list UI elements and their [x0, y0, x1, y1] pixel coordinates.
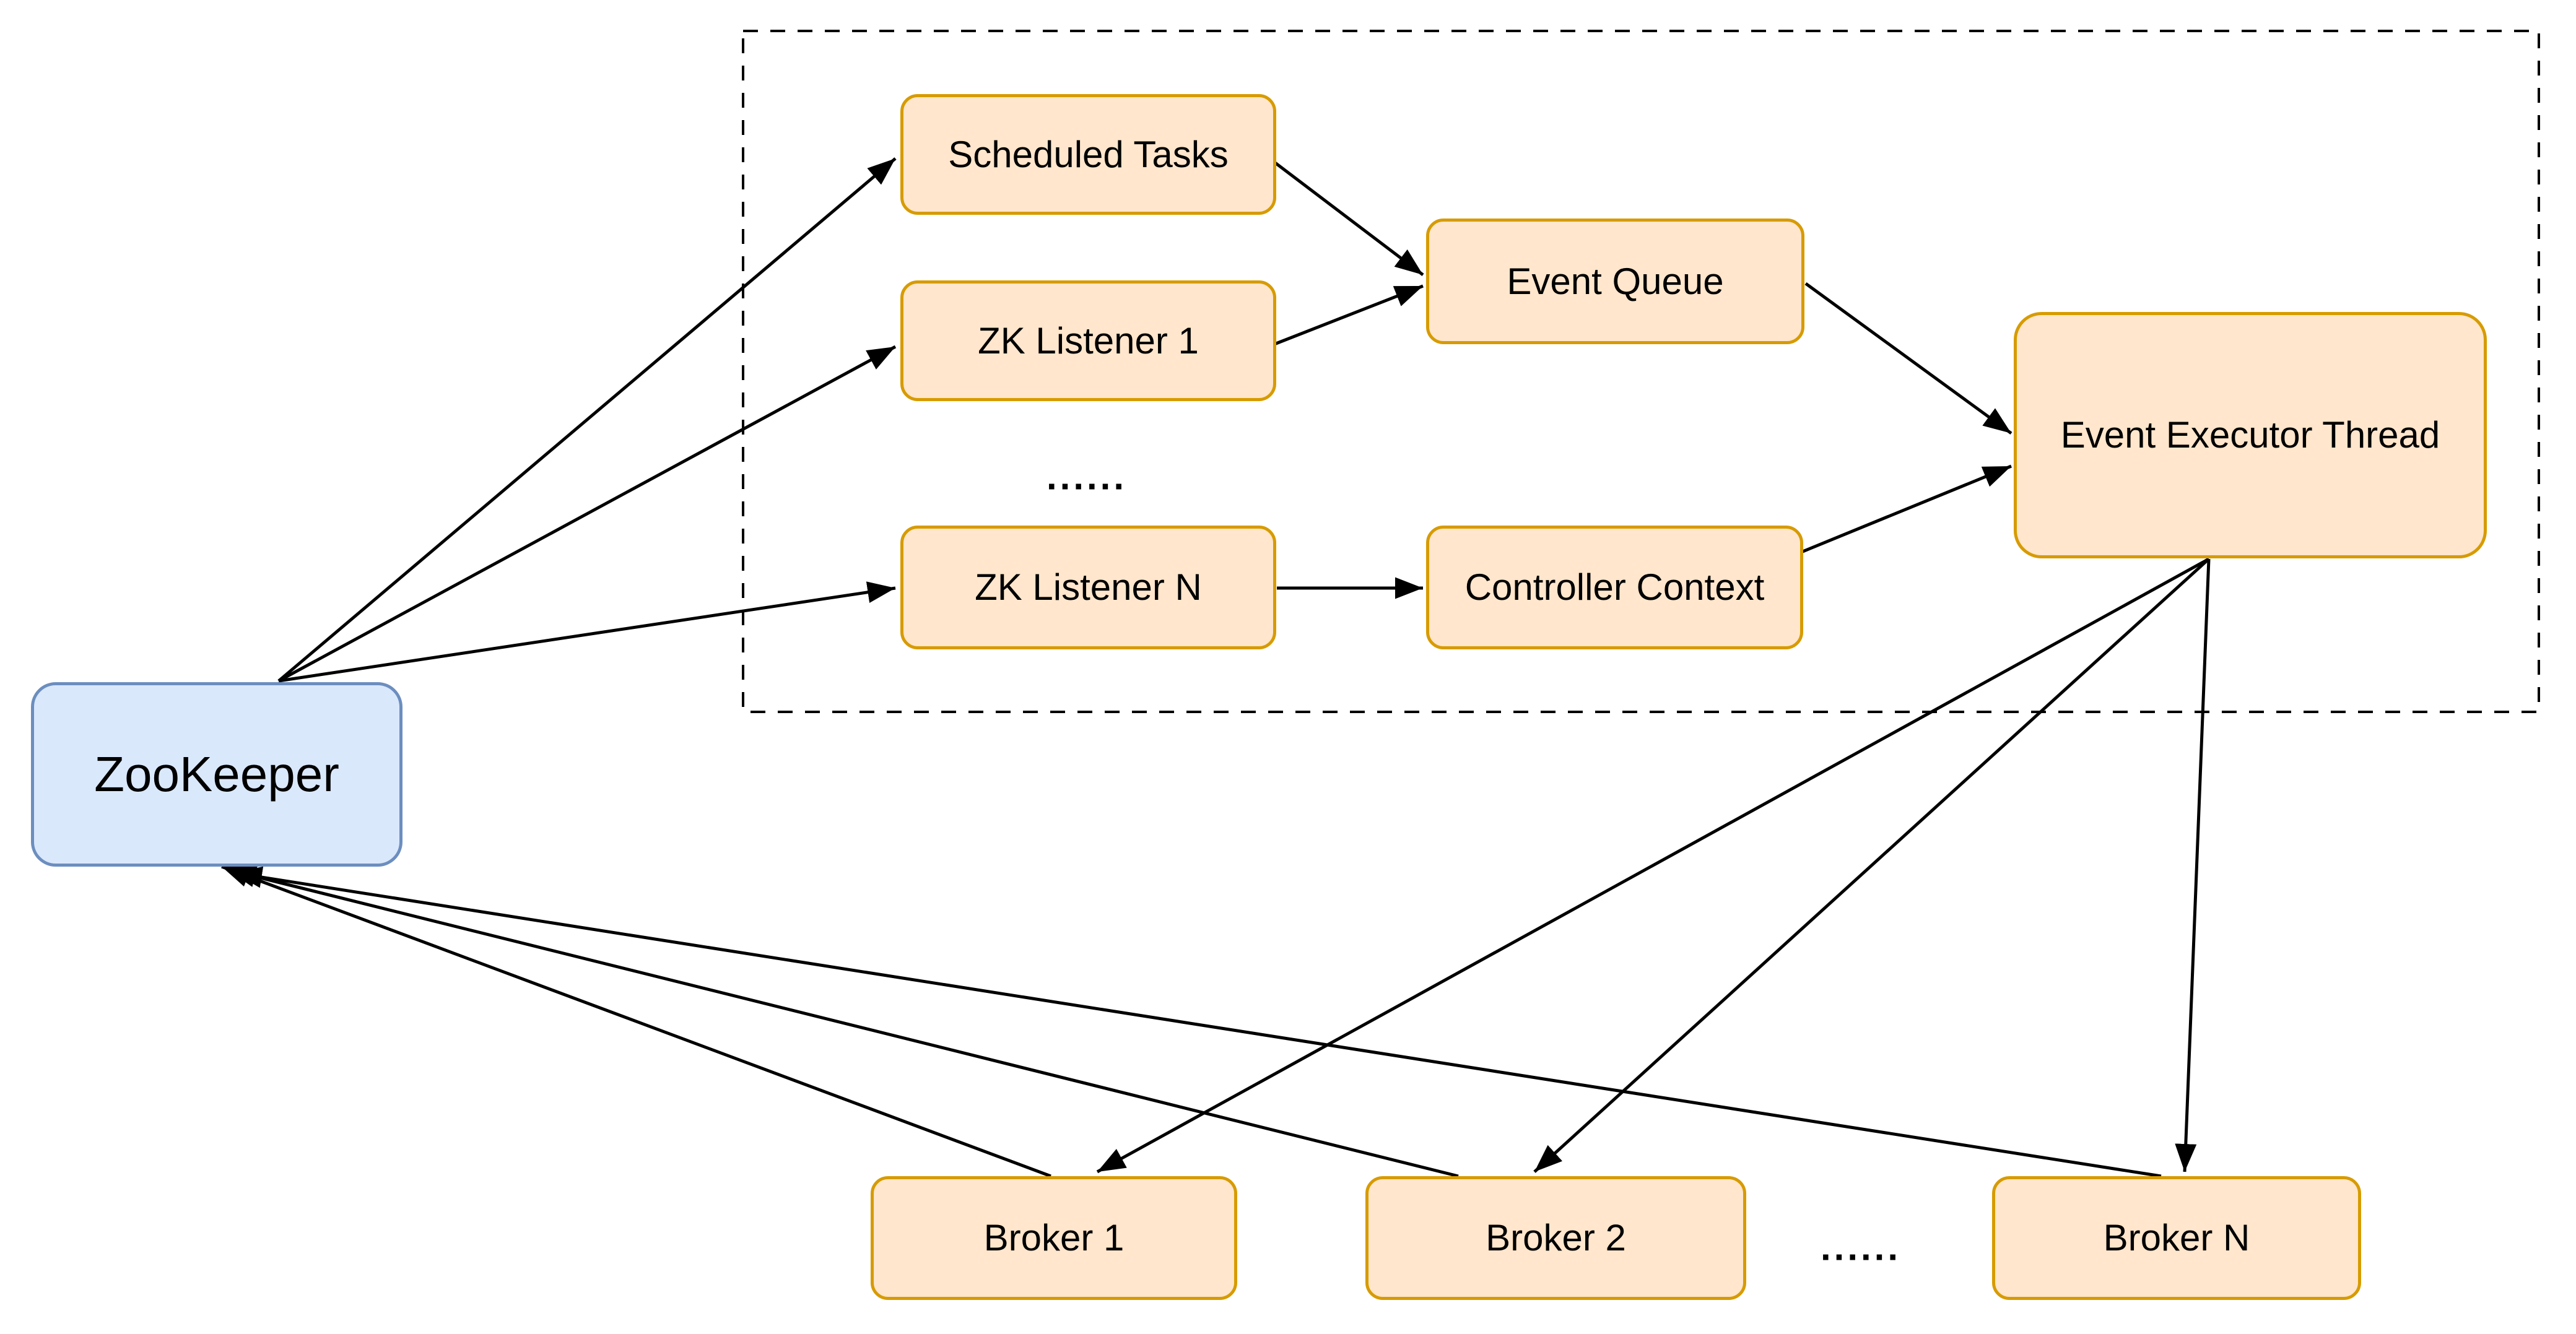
edge-zookeeper-to-zk-listener-n [278, 581, 896, 683]
node-zk-listener-n-label: ZK Listener N [975, 566, 1202, 608]
node-zk-listener-1-label: ZK Listener 1 [978, 319, 1199, 362]
node-event-queue-label: Event Queue [1507, 260, 1724, 302]
node-broker-1: Broker 1 [871, 1176, 1237, 1300]
edge-controller-context-to-event-executor-thread [1791, 464, 2012, 558]
node-controller-context-label: Controller Context [1464, 566, 1765, 608]
node-broker-n: Broker N [1992, 1176, 2361, 1300]
node-event-executor-thread-label: Event Executor Thread [2060, 414, 2440, 456]
edge-event-executor-thread-to-broker-1 [1096, 557, 2210, 1174]
node-broker-n-label: Broker N [2103, 1217, 2250, 1258]
edge-broker-2-to-zookeeper [227, 865, 1459, 1178]
node-event-executor-thread: Event Executor Thread [2014, 312, 2487, 558]
node-zk-listener-1: ZK Listener 1 [900, 280, 1276, 401]
edge-event-executor-thread-to-broker-2 [1533, 558, 2210, 1173]
edge-event-executor-thread-to-broker-n [2175, 558, 2211, 1172]
edge-event-queue-to-event-executor-thread [1804, 282, 2012, 435]
node-broker-1-label: Broker 1 [983, 1217, 1125, 1258]
node-broker-2-label: Broker 2 [1486, 1217, 1626, 1258]
node-zookeeper-label: ZooKeeper [94, 747, 339, 802]
edge-scheduled-tasks-to-event-queue [1273, 161, 1424, 276]
node-zookeeper: ZooKeeper [31, 682, 402, 867]
controller-boundary-dashed-box [742, 30, 2540, 713]
node-scheduled-tasks-label: Scheduled Tasks [948, 133, 1229, 175]
edge-zk-listener-1-to-event-queue [1274, 284, 1424, 346]
edge-zookeeper-to-zk-listener-1 [277, 345, 897, 683]
ellipsis-between-brokers: ...... [1820, 1226, 1902, 1268]
node-controller-context: Controller Context [1426, 526, 1803, 649]
node-event-queue: Event Queue [1426, 219, 1804, 344]
node-zk-listener-n: ZK Listener N [900, 526, 1276, 649]
edge-broker-n-to-zookeeper [233, 866, 2162, 1178]
node-scheduled-tasks: Scheduled Tasks [900, 94, 1276, 215]
node-broker-2: Broker 2 [1365, 1176, 1746, 1300]
ellipsis-between-listeners: ...... [1046, 456, 1128, 498]
edge-zookeeper-to-scheduled-tasks [277, 157, 897, 682]
edge-broker-1-to-zookeeper [221, 865, 1051, 1178]
